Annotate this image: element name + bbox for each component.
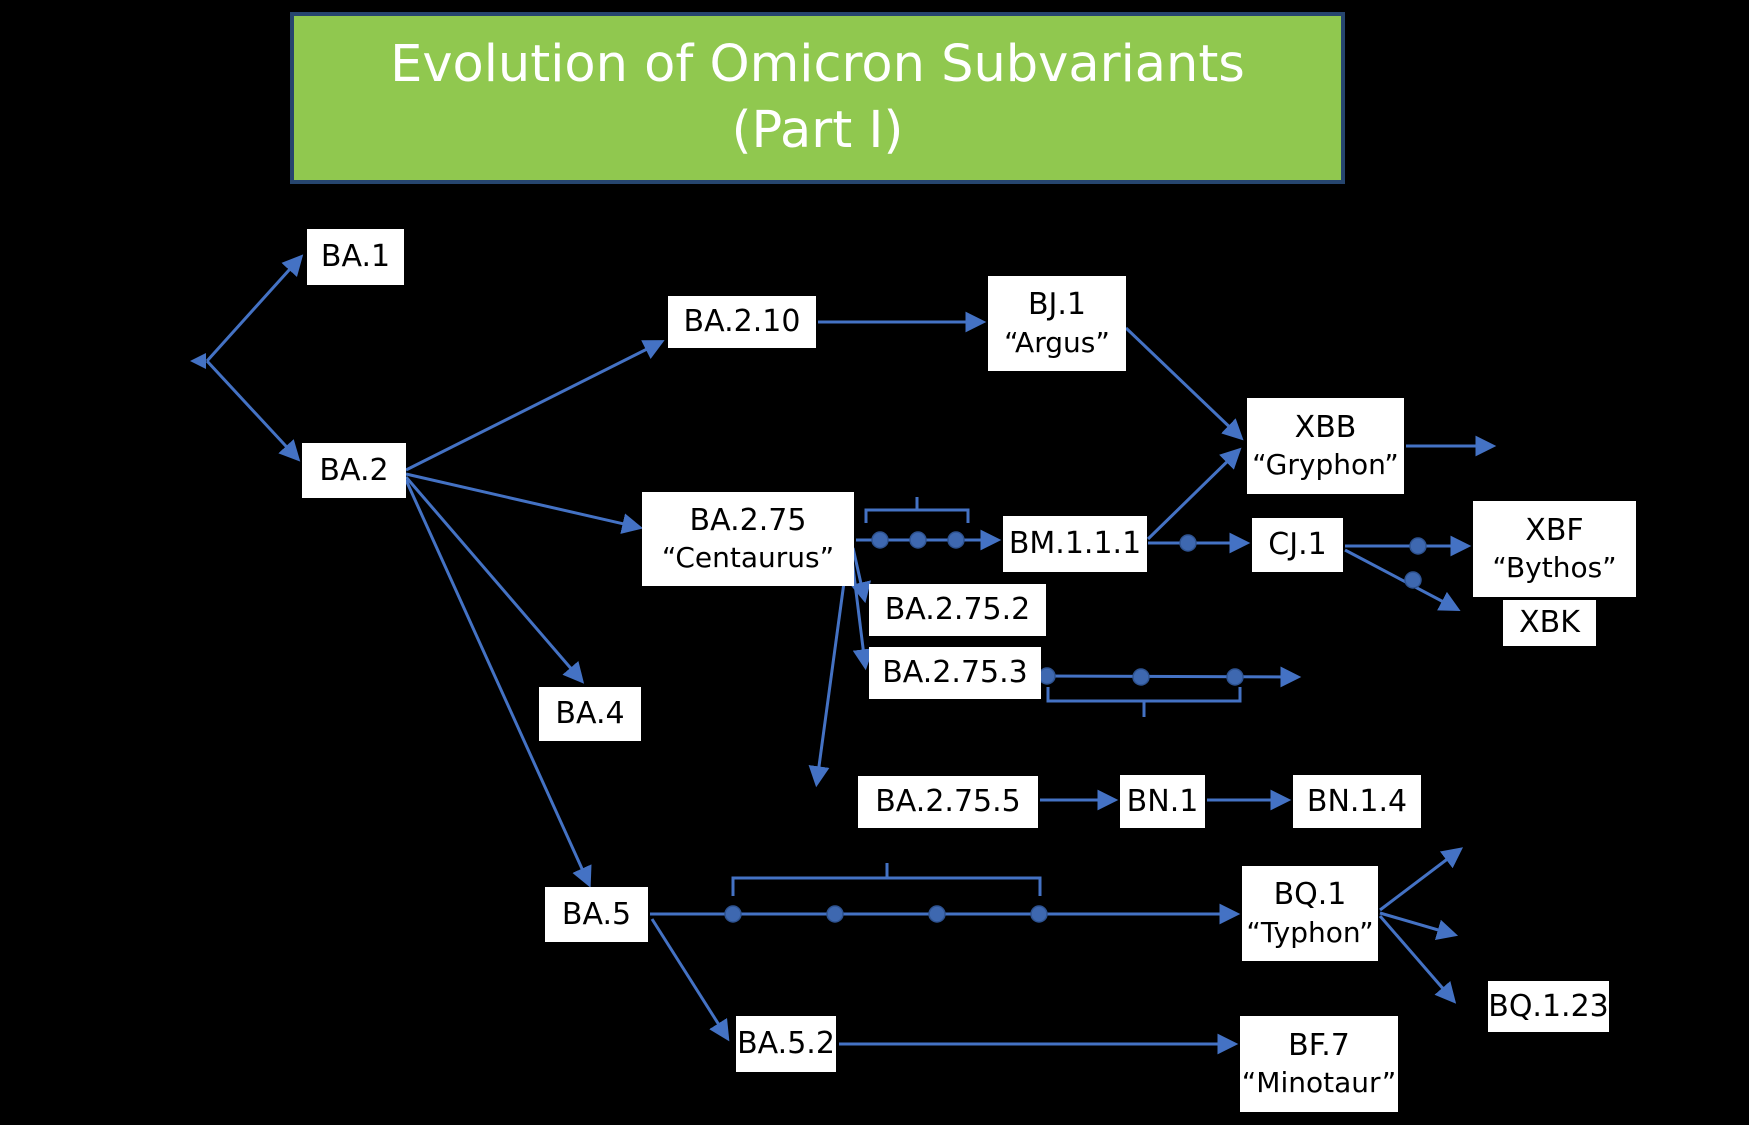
node-alias: “Minotaur”	[1241, 1066, 1397, 1100]
node-label: BA.2	[319, 452, 389, 488]
node-label: XBK	[1519, 605, 1580, 641]
node-bn1-4: BN.1.4	[1293, 775, 1421, 828]
edge-ba2-ba275	[405, 472, 644, 534]
node-alias: “Argus”	[1004, 325, 1110, 359]
node-ba2-75: BA.2.75 “Centaurus”	[642, 492, 854, 586]
node-xbb: XBB “Gryphon”	[1247, 398, 1404, 494]
node-bq1: BQ.1 “Typhon”	[1242, 866, 1378, 961]
node-ba1: BA.1	[307, 229, 404, 285]
node-bm1-1-1: BM.1.1.1	[1003, 516, 1147, 572]
node-label: BA.2.75	[689, 502, 807, 538]
edge-cj1-xbk	[1344, 548, 1461, 611]
root-arrowhead-icon	[190, 353, 206, 369]
node-cj1: CJ.1	[1252, 518, 1343, 572]
edge-ba2753-continues	[1042, 666, 1302, 688]
title-line2: (Part I)	[731, 101, 904, 160]
edge-ba2-ba5	[404, 479, 592, 888]
node-xbk: XBK	[1503, 600, 1596, 646]
node-ba2-75-3: BA.2.75.3	[869, 647, 1041, 699]
node-label: XBF	[1525, 512, 1584, 548]
mutation-dot	[1132, 668, 1150, 686]
node-label: BM.1.1.1	[1008, 526, 1142, 562]
mutation-dot	[928, 905, 946, 923]
mutation-brace-ba2753	[1046, 687, 1242, 717]
node-ba5-2: BA.5.2	[736, 1016, 836, 1072]
node-label: BA.2.75.2	[884, 592, 1031, 628]
edge-bm111-xbb	[1146, 447, 1242, 541]
node-label: BA.2.75.3	[882, 655, 1028, 691]
node-label: BA.5.2	[737, 1026, 835, 1062]
mutation-dot	[1226, 668, 1244, 686]
edge-root-ba1	[205, 254, 304, 363]
mutation-brace-ba5-bq1	[731, 863, 1042, 896]
mutation-dot	[1038, 667, 1056, 685]
edge-ba2-ba4	[404, 476, 585, 684]
edge-root-ba2	[205, 359, 301, 462]
mutation-dot	[1030, 905, 1048, 923]
edge-bj1-xbb	[1124, 326, 1244, 441]
node-alias: “Typhon”	[1246, 915, 1374, 949]
node-alias: “Bythos”	[1492, 551, 1617, 585]
mutation-dot	[1409, 537, 1427, 555]
node-ba2: BA.2	[302, 443, 406, 498]
node-label: BN.1.4	[1306, 783, 1408, 819]
node-label: BJ.1	[1027, 287, 1087, 323]
node-label: BF.7	[1288, 1027, 1350, 1063]
node-ba4: BA.4	[539, 687, 641, 741]
mutation-dot	[826, 905, 844, 923]
node-label: BA.4	[555, 696, 625, 732]
edge-ba2-ba210	[405, 340, 665, 472]
node-label: BN.1	[1126, 783, 1199, 819]
node-bj1: BJ.1 “Argus”	[988, 276, 1126, 371]
slide-title: Evolution of Omicron Subvariants (Part I…	[290, 12, 1345, 184]
mutation-dot	[947, 531, 965, 549]
edge-bq1-continues-down	[1378, 915, 1457, 1004]
title-line1: Evolution of Omicron Subvariants	[390, 34, 1245, 94]
node-bf7: BF.7 “Minotaur”	[1240, 1016, 1398, 1112]
edge-ba275-ba2755	[808, 552, 850, 788]
edge-bq1-continues-up	[1379, 847, 1464, 912]
node-label: BA.2.75.5	[875, 784, 1021, 820]
edge-bq1-continues-mid	[1379, 911, 1459, 940]
mutation-dot	[724, 905, 742, 923]
edge-ba275-ba2752	[850, 547, 872, 604]
node-label: CJ.1	[1268, 527, 1327, 563]
mutation-dot	[1179, 534, 1197, 552]
node-alias: “Gryphon”	[1252, 448, 1399, 482]
node-alias: “Centaurus”	[661, 541, 835, 575]
node-label: BA.5	[561, 896, 632, 932]
node-bn1: BN.1	[1120, 775, 1205, 828]
mutation-dot	[1404, 571, 1422, 589]
node-label: BA.2.10	[683, 304, 801, 340]
edge-ba5-ba52	[650, 918, 730, 1042]
mutation-dot	[909, 531, 927, 549]
node-ba2-10: BA.2.10	[668, 296, 816, 348]
mutation-brace-ba275-bm111	[864, 497, 970, 523]
node-xbf: XBF “Bythos”	[1473, 501, 1636, 597]
mutation-dot	[871, 531, 889, 549]
node-bq1-23: BQ.1.23	[1488, 981, 1609, 1032]
node-ba2-75-2: BA.2.75.2	[869, 584, 1046, 636]
node-label: BQ.1.23	[1488, 988, 1609, 1024]
node-ba2-75-5: BA.2.75.5	[858, 776, 1038, 828]
node-label: BA.1	[320, 239, 391, 275]
node-ba5: BA.5	[545, 887, 648, 942]
node-label: XBB	[1294, 409, 1357, 445]
node-label: BQ.1	[1273, 877, 1347, 913]
